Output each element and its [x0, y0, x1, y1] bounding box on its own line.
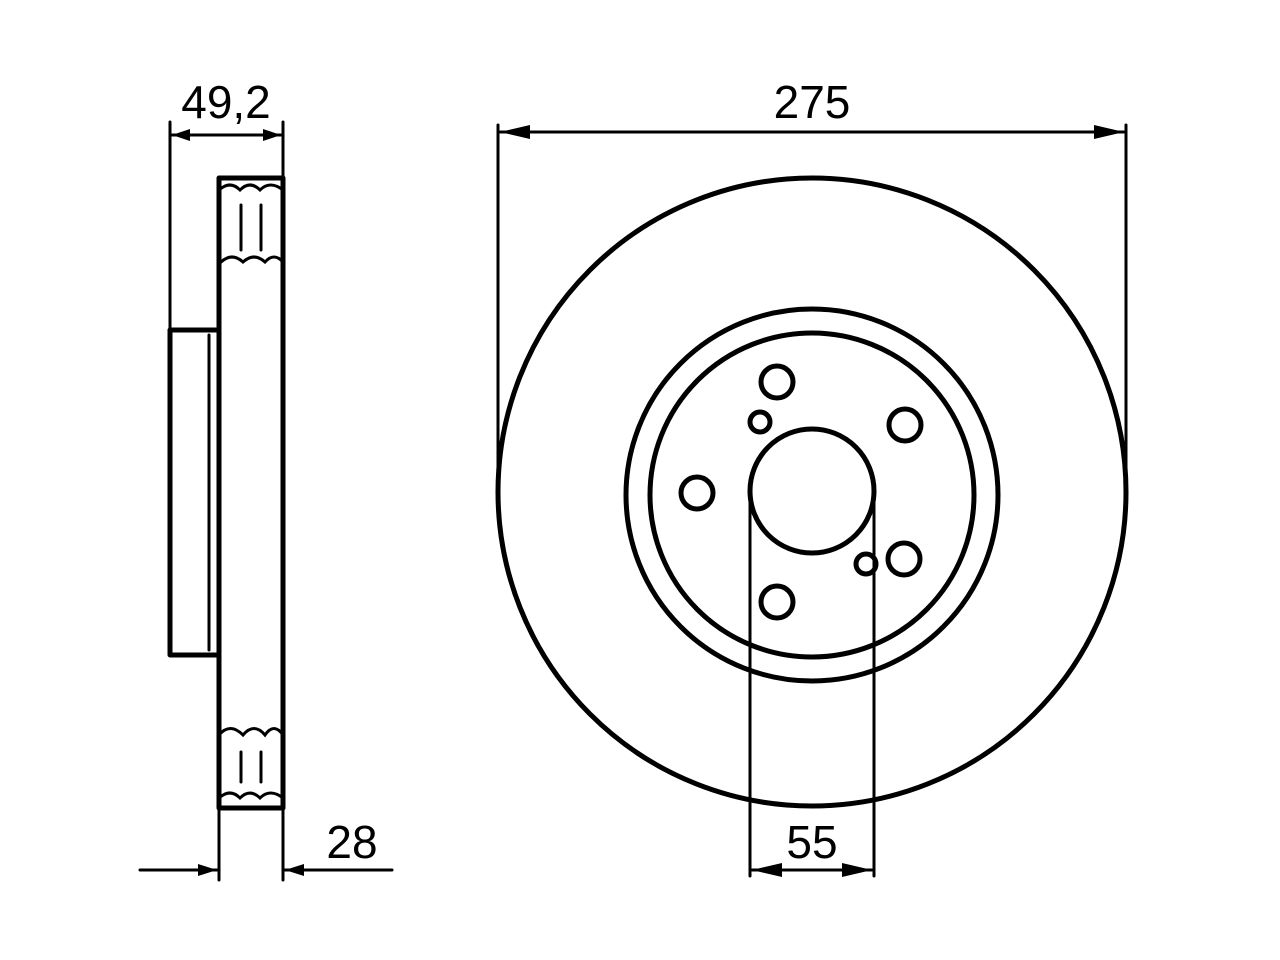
bolt-hole	[886, 406, 924, 444]
locator-hole	[853, 551, 879, 577]
bolt-hole	[758, 583, 796, 621]
locator-holes	[747, 409, 879, 577]
dimension-centre-bore: 55	[748, 489, 876, 878]
side-view: 49,2 28	[138, 76, 394, 882]
hat-inner-circle	[647, 330, 977, 660]
outer-edge-circle	[495, 175, 1129, 809]
disc-ring-profile	[216, 175, 286, 811]
dimension-label-outer-diameter: 275	[774, 76, 851, 128]
bolt-hole	[885, 540, 923, 578]
dimension-label-centre-bore: 55	[786, 816, 837, 868]
dimension-disc-thickness: 28	[138, 808, 394, 882]
dimension-label-overall-height: 49,2	[181, 76, 271, 128]
centre-bore-circle	[747, 426, 877, 556]
bolt-holes	[678, 363, 924, 621]
bottom-vent-detail	[217, 727, 285, 801]
bolt-hole	[678, 474, 716, 512]
bolt-hole	[758, 363, 796, 401]
dimension-outer-diameter: 275	[496, 76, 1128, 482]
dimension-label-disc-thickness: 28	[326, 816, 377, 868]
top-vent-detail	[217, 183, 285, 265]
hub-hat-profile	[167, 327, 222, 658]
locator-hole	[747, 409, 773, 435]
front-view: 275 55	[495, 76, 1129, 878]
dimension-overall-height: 49,2	[168, 76, 285, 330]
hat-outer-circle	[623, 306, 1001, 684]
